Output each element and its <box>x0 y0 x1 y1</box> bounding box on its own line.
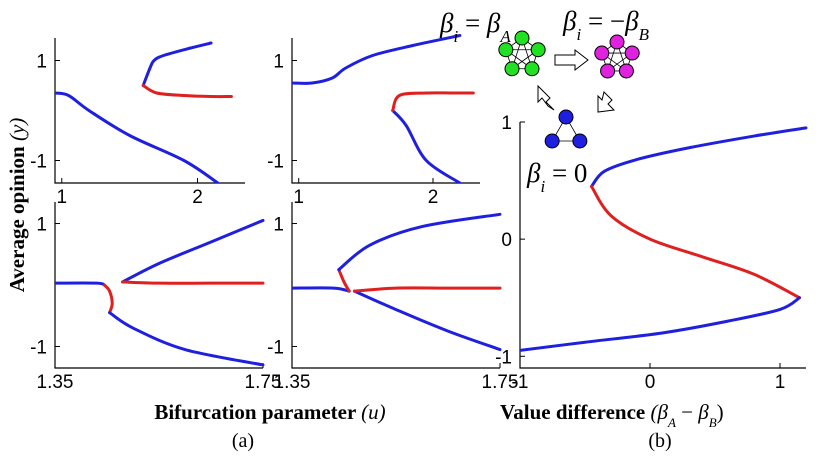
y-tick-label: -1 <box>267 337 284 358</box>
x-axis-label-b-sub-a: A <box>667 415 676 430</box>
network-node <box>618 63 634 79</box>
network-magenta <box>594 34 640 79</box>
stable-branch-line <box>108 311 265 367</box>
network-node <box>558 109 574 125</box>
stable-branch-line <box>590 126 808 188</box>
y-tick-label: 1 <box>36 215 47 236</box>
stable-branch-line <box>121 218 265 284</box>
x-tick-label: 1.35 <box>274 372 311 393</box>
beta-label-b: βi = −βB <box>562 6 650 44</box>
network-blue <box>544 109 588 149</box>
panel-a-bottom-right: 1.35 1.75 1 -1 <box>267 202 518 393</box>
x-tick-label: 1.75 <box>482 372 519 393</box>
panel-a-bottom-left: 1.35 1.75 1 -1 <box>30 202 281 393</box>
network-node <box>504 61 520 77</box>
arrow-magenta-to-blue <box>597 91 616 113</box>
network-node <box>600 63 616 79</box>
x-axis-label-b-sub-b: B <box>709 415 717 430</box>
unstable-branch-line <box>141 84 233 99</box>
stable-branch-line <box>55 281 106 287</box>
network-node <box>609 34 625 50</box>
x-axis-label-b-beta-b: β <box>697 400 709 424</box>
panel-b: -1 0 1 1 0 -1 <box>495 113 808 393</box>
x-axis-label-b: Value difference (βA − βB) <box>500 400 724 430</box>
beta-label-0: βi = 0 <box>526 158 587 196</box>
unstable-branch-line <box>337 268 351 293</box>
y-tick-label: 1 <box>273 215 284 236</box>
x-tick-label: 1 <box>775 372 786 393</box>
arrow-blue-to-green <box>537 84 555 111</box>
unstable-branch-line <box>102 283 114 315</box>
network-node <box>572 133 588 149</box>
axis-lines <box>291 38 480 184</box>
panel-label-b: (b) <box>648 430 671 452</box>
x-axis-label-b-var: (β <box>650 400 668 424</box>
x-axis-label-a: Bifurcation parameter (u) <box>154 400 385 424</box>
panel-label-a: (a) <box>232 430 254 452</box>
unstable-branch-line <box>352 286 502 293</box>
axis-lines <box>291 202 500 369</box>
y-tick-label: 1 <box>273 52 284 73</box>
stable-branch-line <box>391 109 462 183</box>
y-tick-label: -1 <box>267 152 284 173</box>
axis-lines <box>54 202 263 369</box>
network-node <box>544 133 560 149</box>
axis-lines <box>54 38 245 184</box>
y-tick-label: -1 <box>495 347 512 368</box>
network-green <box>498 30 546 77</box>
x-axis-label-b-text: Value difference <box>500 400 645 424</box>
x-axis-label-a-var: (u) <box>361 400 386 424</box>
x-tick-label: 2 <box>428 187 439 208</box>
network-node <box>530 42 546 58</box>
unstable-branch-line <box>391 91 475 112</box>
network-node <box>524 61 540 77</box>
unstable-branch-line <box>121 280 265 285</box>
stable-branch-line <box>292 34 462 85</box>
x-tick-label: 0 <box>645 372 656 393</box>
stable-branch-line <box>352 289 502 352</box>
stable-branch-line <box>520 296 801 352</box>
network-node <box>498 42 514 58</box>
stable-branch-line <box>55 91 220 183</box>
stable-branch-line <box>292 286 351 293</box>
beta-label-a: βi = βA <box>439 8 511 46</box>
x-axis-label-b-close: ) <box>717 400 724 424</box>
panel-a-top-left: 1 2 1 -1 <box>30 38 245 208</box>
stable-branch-line <box>337 212 502 272</box>
x-tick-label: 1.75 <box>245 372 282 393</box>
y-tick-label: 1 <box>36 52 47 73</box>
y-axis-label-a-text: Average opinion <box>5 146 29 292</box>
y-axis-label-a-var: (y) <box>5 118 29 141</box>
x-axis-label-a-text: Bifurcation parameter <box>154 400 356 424</box>
unstable-branch-line <box>590 184 801 300</box>
y-tick-label: -1 <box>30 337 47 358</box>
y-tick-label: 0 <box>501 230 512 251</box>
x-tick-label: 2 <box>192 187 203 208</box>
x-tick-label: 1.35 <box>37 372 74 393</box>
x-tick-label: 1 <box>56 187 67 208</box>
x-tick-label: -1 <box>512 372 529 393</box>
y-tick-label: 1 <box>501 113 512 134</box>
x-axis-label-b-minus: − <box>676 400 698 424</box>
x-tick-label: 1 <box>293 187 304 208</box>
network-node <box>624 45 640 61</box>
y-tick-label: -1 <box>30 152 47 173</box>
network-node <box>514 30 530 46</box>
y-axis-label-a: Average opinion (y) <box>5 118 29 293</box>
stable-branch-line <box>141 41 213 87</box>
network-node <box>594 45 610 61</box>
panel-a-top-right: 1 2 1 -1 <box>267 34 480 208</box>
arrow-green-to-magenta <box>554 48 589 72</box>
